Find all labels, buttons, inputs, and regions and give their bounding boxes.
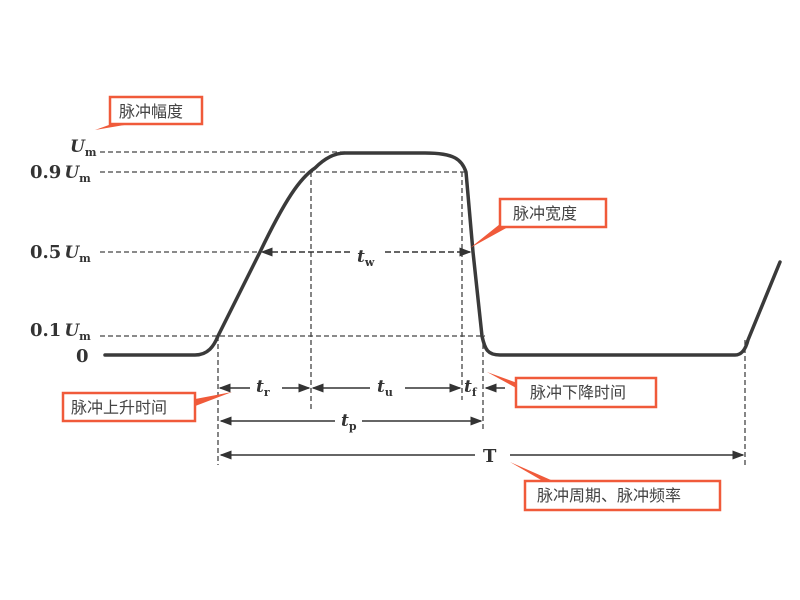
callout-rise-time: 脉冲上升时间: [61, 391, 232, 423]
svg-text:脉冲幅度: 脉冲幅度: [119, 102, 183, 121]
tr-label: tr: [256, 377, 270, 399]
zero-label: 0: [76, 346, 89, 367]
tf-label: tf: [464, 377, 478, 399]
pulse-waveform: [103, 151, 782, 357]
tp-label: tp: [341, 411, 357, 433]
svg-text:脉冲上升时间: 脉冲上升时间: [71, 398, 167, 417]
callout-amplitude: 脉冲幅度: [95, 95, 204, 130]
period-label: T: [483, 446, 497, 467]
callout-width: 脉冲宽度: [470, 197, 608, 248]
svg-text:脉冲周期、脉冲频率: 脉冲周期、脉冲频率: [537, 486, 681, 505]
svg-text:脉冲下降时间: 脉冲下降时间: [530, 383, 626, 402]
tw-label: tw: [357, 247, 375, 269]
tu-label: tu: [377, 377, 393, 399]
um-label: Um: [70, 137, 97, 159]
svg-text:脉冲宽度: 脉冲宽度: [513, 204, 577, 223]
callout-fall-time: 脉冲下降时间: [487, 372, 658, 409]
callout-period: 脉冲周期、脉冲频率: [510, 462, 722, 512]
